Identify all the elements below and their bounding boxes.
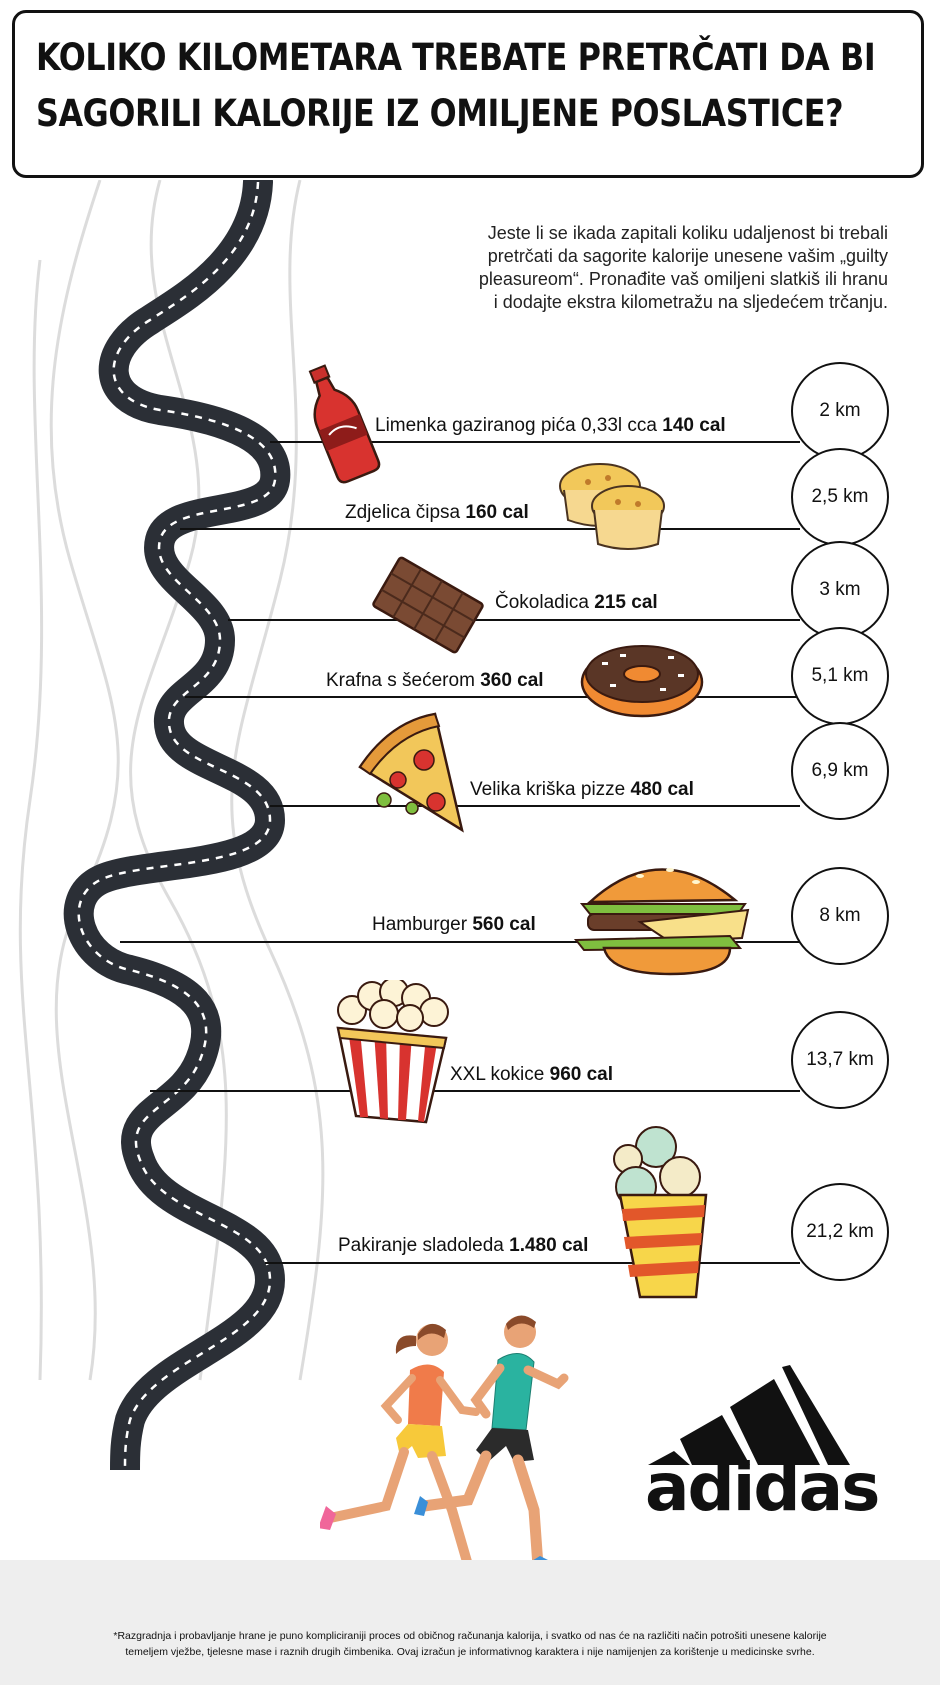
row-line-pizza [270,805,800,807]
hamburger-icon [573,868,750,976]
km-circle-soda: 2 km [791,362,889,460]
pizza-slice-icon [358,712,464,833]
ice-cream-icon [613,1126,708,1299]
winding-road [18,180,325,1470]
adidas-wordmark: adidas [645,1449,880,1526]
row-line-popcorn [150,1090,800,1092]
footnote-line-1: *Razgradnja i probavljanje hrane je puno… [113,1630,827,1642]
row-label-soda: Limenka gaziranog pića 0,33l cca 140 cal [375,415,726,436]
page-title: Koliko kilometara trebate pretrčati da b… [36,30,876,142]
row-line-donut [185,696,800,698]
title-line-1: Koliko kilometara trebate pretrčati da b… [36,36,876,79]
intro-line-3: pleasureom“. Pronađite vaš omiljeni slat… [478,269,888,289]
row-line-soda [270,441,800,443]
km-circle-chocolate: 3 km [791,541,889,639]
row-label-popcorn: XXL kokice 960 cal [450,1064,614,1085]
intro-text: Jeste li se ikada zapitali koliku udalje… [368,222,888,314]
km-circle-ice-cream: 21,2 km [791,1183,889,1281]
row-line-ice-cream [265,1262,800,1264]
row-label-hamburger: Hamburger 560 cal [372,914,536,935]
popcorn-icon [336,980,449,1124]
soda-bottle-icon [308,364,381,484]
row-line-chips [180,528,800,530]
km-circle-chips: 2,5 km [791,448,889,546]
intro-line-4: i dodajte ekstra kilometražu na sljedeće… [493,292,888,312]
row-label-pizza: Velika kriška pizze 480 cal [470,779,694,800]
intro-line-1: Jeste li se ikada zapitali koliku udalje… [487,223,888,243]
chocolate-bar-icon [372,556,484,654]
row-label-chocolate: Čokoladica 215 cal [495,592,658,613]
km-circle-donut: 5,1 km [791,627,889,725]
km-circle-hamburger: 8 km [791,867,889,965]
title-box [12,10,924,178]
adidas-logo-icon [648,1365,850,1465]
chips-icon [559,463,665,550]
runners-illustration [320,1315,570,1590]
donut-icon [580,645,704,718]
row-label-chips: Zdjelica čipsa 160 cal [345,502,529,523]
footer-band [0,1560,940,1685]
title-line-2: sagorili kalorije iz omiljene poslastice… [36,92,844,135]
footnote: *Razgradnja i probavljanje hrane je puno… [24,1628,916,1660]
row-line-hamburger [120,941,800,943]
intro-line-2: pretrčati da sagorite kalorije unesene v… [487,246,888,266]
row-label-donut: Krafna s šećerom 360 cal [326,670,544,691]
row-label-ice-cream: Pakiranje sladoleda 1.480 cal [338,1235,589,1256]
km-circle-pizza: 6,9 km [791,722,889,820]
footnote-line-2: temeljem vježbe, tjelesne mase i raznih … [125,1646,815,1658]
row-line-chocolate [228,619,800,621]
km-circle-popcorn: 13,7 km [791,1011,889,1109]
